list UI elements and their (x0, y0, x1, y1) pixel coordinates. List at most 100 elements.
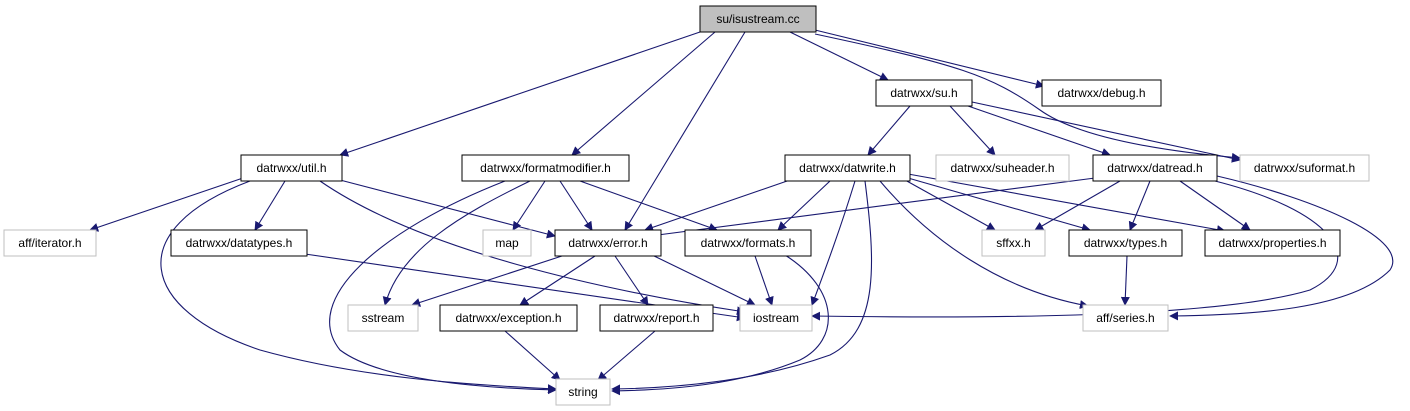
edge-datread-iostream (811, 180, 1339, 321)
node-box (1092, 154, 1218, 182)
edge-formats-iostream (754, 255, 774, 306)
edge-path (611, 180, 873, 394)
edge-path (382, 180, 531, 306)
edge-path (649, 253, 756, 306)
edge-error-sstream (411, 254, 566, 307)
node-suheader[interactable]: datrwxx/suheader.h (935, 154, 1070, 182)
node-suformat[interactable]: datrwxx/suformat.h (1239, 154, 1370, 182)
edge-su-suformat (971, 101, 1241, 163)
node-label: datrwxx/util.h (256, 161, 326, 175)
node-label: sffxx.h (996, 236, 1030, 250)
edge-path (559, 180, 593, 231)
edge-path (411, 254, 566, 307)
node-label: datrwxx/report.h (613, 311, 699, 325)
edge-report-string (597, 330, 656, 381)
node-report[interactable]: datrwxx/report.h (599, 304, 714, 332)
edge-path (967, 105, 1111, 157)
node-series[interactable]: aff/series.h (1082, 304, 1169, 332)
edge-path (1179, 180, 1251, 231)
node-exception[interactable]: datrwxx/exception.h (439, 304, 578, 332)
edge-datwrite-properties (907, 173, 1226, 234)
node-datatypes[interactable]: datrwxx/datatypes.h (170, 229, 308, 257)
edge-util-iostream (319, 180, 746, 316)
node-label: datrwxx/exception.h (455, 311, 561, 325)
node-sstream[interactable]: sstream (347, 304, 419, 332)
node-label: datrwxx/datread.h (1107, 161, 1202, 175)
node-debug[interactable]: datrwxx/debug.h (1041, 79, 1162, 107)
edge-datread-properties (1179, 180, 1251, 231)
edge-path (907, 177, 1091, 233)
node-util[interactable]: datrwxx/util.h (240, 154, 343, 182)
node-datwrite[interactable]: datrwxx/datwrite.h (784, 154, 911, 182)
edge-formatmodifier-error (559, 180, 593, 231)
node-box (1068, 229, 1183, 257)
node-iterator[interactable]: aff/iterator.h (3, 229, 97, 257)
edge-formatmodifier-formats (579, 180, 718, 232)
edge-error-exception (519, 255, 596, 306)
node-sffxx[interactable]: sffxx.h (981, 229, 1046, 257)
node-su[interactable]: datrwxx/su.h (875, 79, 973, 107)
edge-path (89, 177, 244, 232)
edge-datwrite-string (611, 180, 873, 394)
node-map[interactable]: map (482, 229, 532, 257)
node-label: aff/series.h (1096, 311, 1154, 325)
edge-util-iterator (89, 177, 244, 232)
node-types[interactable]: datrwxx/types.h (1068, 229, 1183, 257)
edge-su-datread (967, 105, 1111, 157)
node-box (784, 154, 911, 182)
edge-datwrite-iostream (810, 180, 856, 306)
node-box (739, 304, 813, 332)
edge-datwrite-series (879, 180, 1089, 309)
node-label: sstream (362, 311, 405, 325)
edge-path (614, 255, 649, 306)
edge-isustream-error (624, 31, 746, 231)
node-formatmodifier[interactable]: datrwxx/formatmodifier.h (461, 154, 630, 182)
node-iostream[interactable]: iostream (739, 304, 813, 332)
node-box (875, 79, 973, 107)
node-box (482, 229, 532, 257)
node-box (1082, 304, 1169, 332)
edge-path (319, 180, 746, 316)
node-box (935, 154, 1070, 182)
node-label: map (495, 236, 519, 250)
edge-util-string (160, 180, 557, 394)
edge-path (777, 180, 831, 231)
edge-datread-types (1128, 180, 1151, 231)
node-box (554, 229, 662, 257)
node-formats[interactable]: datrwxx/formats.h (684, 229, 812, 257)
node-label: datrwxx/datwrite.h (799, 161, 896, 175)
edge-util-datatypes (254, 180, 286, 231)
edge-datwrite-sffxx (904, 179, 996, 231)
edge-path (649, 177, 1096, 240)
node-box (981, 229, 1046, 257)
edge-types-series (1120, 255, 1130, 306)
node-isustream[interactable]: su/isustream.cc (699, 5, 817, 33)
node-label: datrwxx/error.h (568, 236, 647, 250)
node-error[interactable]: datrwxx/error.h (554, 229, 662, 257)
edge-path (611, 254, 829, 396)
edge-isustream-debug (814, 29, 1045, 89)
edge-path (329, 180, 557, 395)
node-datread[interactable]: datrwxx/datread.h (1092, 154, 1218, 182)
edge-datread-error (649, 177, 1096, 240)
edge-datread-series (1169, 175, 1394, 321)
node-label: aff/iterator.h (18, 236, 81, 250)
node-box (699, 5, 817, 33)
edge-isustream-su (789, 31, 889, 81)
edge-path (789, 31, 889, 81)
node-string[interactable]: string (555, 378, 611, 406)
node-box (599, 304, 714, 332)
node-box (347, 304, 419, 332)
node-box (1041, 79, 1162, 107)
edge-path (254, 180, 286, 231)
node-properties[interactable]: datrwxx/properties.h (1204, 229, 1341, 257)
edge-path (814, 29, 1045, 89)
node-box (1204, 229, 1341, 257)
edge-path (949, 105, 996, 156)
node-box (439, 304, 578, 332)
edge-datwrite-types (907, 177, 1091, 233)
edge-path (579, 180, 718, 232)
edge-path (512, 180, 546, 231)
edge-path (810, 180, 856, 306)
edge-path (339, 31, 701, 157)
